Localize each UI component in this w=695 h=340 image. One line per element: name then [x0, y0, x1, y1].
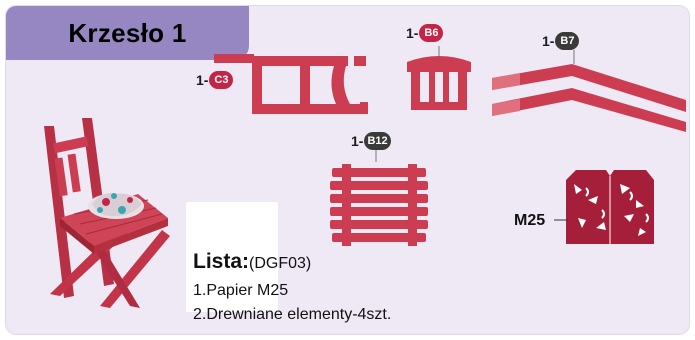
part-b12-tag: B12 [364, 132, 391, 150]
part-c3-shape [214, 54, 368, 114]
part-b12-shape [330, 150, 428, 246]
part-b6-label: 1- B6 [406, 24, 444, 42]
list-background [186, 202, 278, 312]
instruction-card: Krzesło 1 1- C3 [6, 6, 689, 334]
part-b7-tag: B7 [555, 32, 580, 50]
paper-m25-pointer [554, 219, 568, 221]
page-title: Krzesło 1 [68, 17, 187, 48]
part-b6-tag: B6 [419, 24, 444, 42]
chair-illustration [44, 118, 170, 308]
part-b7-shape [492, 50, 686, 132]
part-c3-tag: C3 [209, 71, 234, 89]
paper-m25-label: M25 [514, 212, 546, 229]
list-item: 2.Drewniane elementy-4szt. [193, 306, 392, 323]
paper-m25-pattern [566, 170, 654, 244]
part-b7-label: 1- B7 [542, 32, 580, 50]
list-code: (DGF03) [249, 255, 312, 272]
list-item: 1.Papier M25 [193, 282, 289, 299]
title-banner: Krzesło 1 [6, 6, 249, 60]
part-c3-label: 1- C3 [196, 71, 234, 89]
part-b12-label: 1- B12 [351, 132, 391, 150]
cushion-icon [88, 193, 144, 219]
part-b6-shape [407, 46, 471, 110]
list-title: Lista:(DGF03) [193, 250, 312, 273]
